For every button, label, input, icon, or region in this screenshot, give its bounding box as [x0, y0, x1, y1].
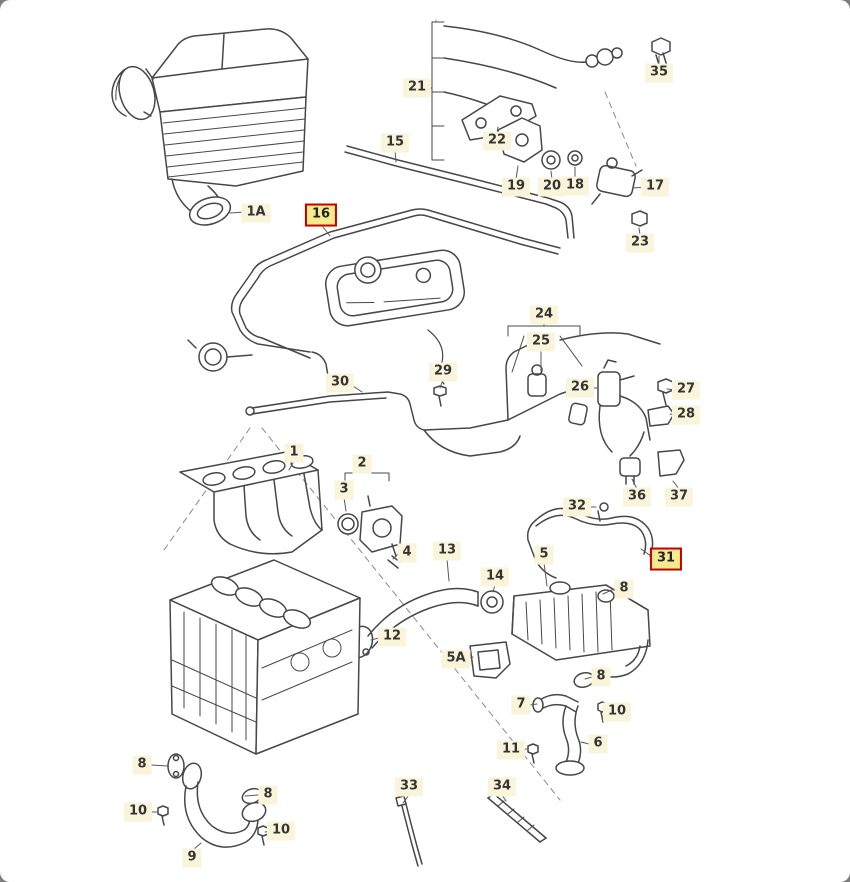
- part-label-34[interactable]: 34: [487, 777, 517, 797]
- engine-block: [169, 559, 361, 755]
- part-label-1[interactable]: 1: [284, 443, 304, 463]
- part-label-2[interactable]: 2: [352, 454, 372, 474]
- part-label-5a[interactable]: 5A: [441, 649, 471, 669]
- cable-tie: [395, 795, 423, 867]
- part-label-8[interactable]: 8: [258, 785, 278, 805]
- part-label-21[interactable]: 21: [402, 78, 432, 98]
- part-label-25[interactable]: 25: [526, 332, 556, 352]
- valve-cluster: [507, 321, 685, 485]
- part-label-11[interactable]: 11: [496, 740, 526, 760]
- part-label-10[interactable]: 10: [266, 821, 296, 841]
- part-label-18[interactable]: 18: [560, 176, 590, 196]
- part-label-31-highlighted[interactable]: 31: [649, 547, 683, 571]
- part-label-4[interactable]: 4: [397, 543, 417, 563]
- part-label-24[interactable]: 24: [529, 305, 559, 325]
- part-label-14[interactable]: 14: [480, 567, 510, 587]
- valve-cover: [324, 249, 466, 327]
- part-label-20[interactable]: 20: [537, 177, 567, 197]
- air-filter-assembly: [111, 28, 309, 226]
- part-label-5[interactable]: 5: [534, 545, 554, 565]
- part-label-10[interactable]: 10: [602, 702, 632, 722]
- part-label-23[interactable]: 23: [625, 233, 655, 253]
- part-label-36[interactable]: 36: [622, 487, 652, 507]
- part-label-29[interactable]: 29: [428, 362, 458, 382]
- part-label-26[interactable]: 26: [565, 378, 595, 398]
- part-label-19[interactable]: 19: [501, 177, 531, 197]
- part-label-27[interactable]: 27: [671, 380, 701, 400]
- egr-cooler: [469, 581, 651, 679]
- part-label-30[interactable]: 30: [325, 373, 355, 393]
- part-label-9[interactable]: 9: [182, 848, 202, 868]
- part-label-17[interactable]: 17: [640, 177, 670, 197]
- part-label-8[interactable]: 8: [132, 755, 152, 775]
- part-label-10[interactable]: 10: [123, 802, 153, 822]
- egr-valve-parts: [337, 469, 403, 569]
- part-label-7[interactable]: 7: [511, 695, 531, 715]
- part-label-1a[interactable]: 1A: [241, 203, 271, 223]
- part-label-16-highlighted[interactable]: 16: [304, 203, 338, 227]
- exhaust-manifold: [179, 451, 323, 555]
- part-label-8[interactable]: 8: [614, 579, 634, 599]
- part-label-32[interactable]: 32: [562, 497, 592, 517]
- part-label-8[interactable]: 8: [591, 667, 611, 687]
- part-label-22[interactable]: 22: [482, 131, 512, 151]
- part-label-37[interactable]: 37: [664, 487, 694, 507]
- part-label-13[interactable]: 13: [432, 541, 462, 561]
- pipe-9-assembly: [157, 753, 269, 848]
- part-label-33[interactable]: 33: [394, 777, 424, 797]
- part-label-3[interactable]: 3: [334, 480, 354, 500]
- part-label-35[interactable]: 35: [644, 63, 674, 83]
- part-label-12[interactable]: 12: [377, 627, 407, 647]
- part-label-28[interactable]: 28: [671, 405, 701, 425]
- part-label-6[interactable]: 6: [588, 734, 608, 754]
- part-label-15[interactable]: 15: [380, 133, 410, 153]
